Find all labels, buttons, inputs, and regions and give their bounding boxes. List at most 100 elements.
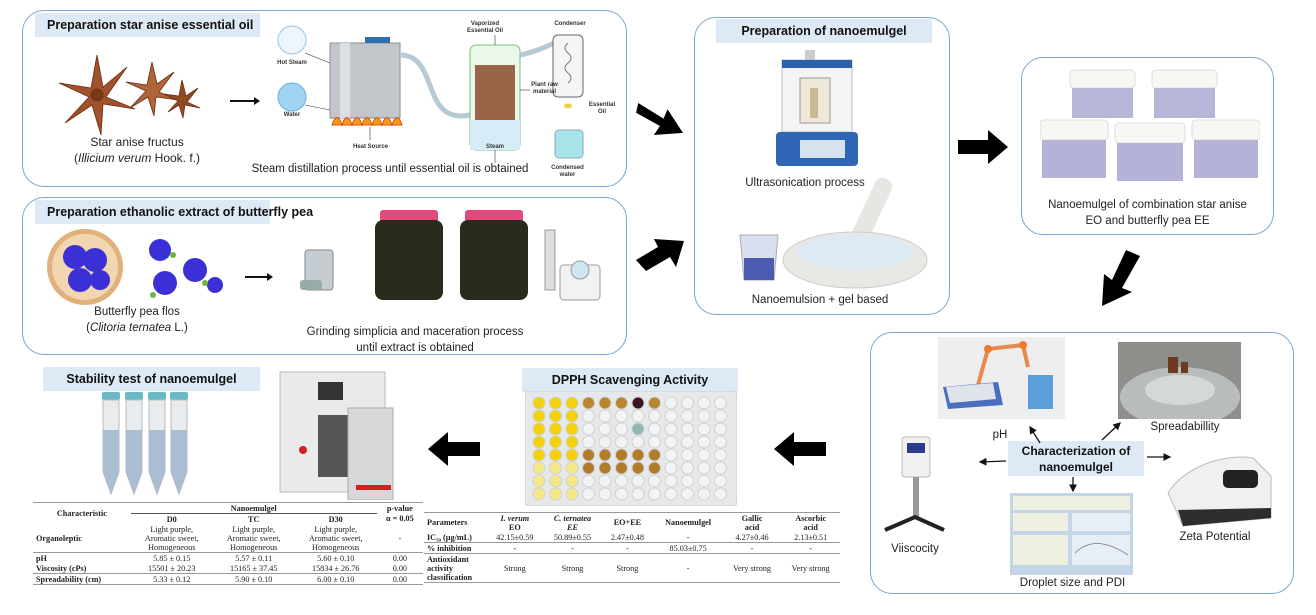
butterfly-pea-species: (Clitoria ternatea L.) <box>86 321 188 334</box>
well <box>681 461 694 475</box>
arrow-right-1 <box>230 97 260 104</box>
well <box>631 422 645 436</box>
well <box>697 396 711 410</box>
stability-cell: 5.90 ± 0.10 <box>235 574 273 584</box>
well <box>598 435 612 449</box>
well <box>598 448 612 462</box>
ultrasonication-caption: Ultrasonication process <box>745 177 865 189</box>
well <box>714 474 727 488</box>
arrow-to-nanoemulgel-prep-2 <box>636 239 684 271</box>
well <box>697 487 711 501</box>
nanoemulsion-gel-caption: Nanoemulsion + gel based <box>751 294 889 306</box>
stability-cell: 5.60 ± 0.10 <box>317 553 355 563</box>
dpph-cell: Very strong <box>733 563 772 573</box>
climatic-chamber-image <box>279 371 394 500</box>
arrow-to-product <box>958 130 1008 164</box>
dpph-cell: Strong <box>616 563 639 573</box>
well <box>565 448 579 462</box>
dpph-cell: 85.03±0.75 <box>669 543 707 553</box>
droplet-size-label: Droplet size and PDI <box>1019 577 1126 589</box>
dpph-cell: - <box>513 543 517 553</box>
well <box>565 487 579 501</box>
stability-cell: Light purple,Aromatic sweet,Homogeneous <box>308 524 363 552</box>
stability-cell: Light purple,Aromatic sweet,Homogeneous <box>226 524 281 552</box>
butterfly-pea-species-name: Clitoria ternatea <box>90 321 172 334</box>
well <box>615 448 628 462</box>
stability-cell: 5.33 ± 0.12 <box>153 574 191 584</box>
characterization-arrows <box>978 422 1172 493</box>
well <box>532 435 546 449</box>
dpph-cell: - <box>686 563 690 573</box>
viscometer-image <box>884 436 945 532</box>
dpph-cell: 50.89±0.55 <box>553 532 592 542</box>
label-plant-raw-material: Plant raw material <box>531 82 558 95</box>
well <box>582 448 595 462</box>
well <box>582 435 595 449</box>
nanoemulgel-jars-image <box>1040 69 1260 181</box>
well <box>549 474 562 488</box>
well <box>681 448 694 462</box>
well <box>697 435 711 449</box>
well <box>648 487 661 501</box>
label-vaporized-essential-oil: Vaporized Essential Oil <box>466 21 503 34</box>
well <box>615 422 628 436</box>
well <box>598 409 612 423</box>
dpph-cell: 2.13±0.51 <box>794 532 828 542</box>
well <box>631 487 645 501</box>
well <box>582 409 595 423</box>
well <box>631 396 645 410</box>
stability-header-col: D30 <box>328 514 343 524</box>
arrow-to-dpph <box>774 432 826 466</box>
dpph-cell: 42.15±0.59 <box>496 532 534 542</box>
well <box>681 474 694 488</box>
well <box>664 435 678 449</box>
well <box>532 461 546 475</box>
well <box>648 474 661 488</box>
arrow-to-characterization <box>1102 250 1140 306</box>
dpph-cell: 2.47±0.48 <box>610 532 644 542</box>
well <box>582 461 595 475</box>
well <box>681 435 694 449</box>
dpph-title: DPPH Scavenging Activity <box>522 368 738 392</box>
label-essential-oil: Essential Oil <box>588 102 616 115</box>
star-anise-panel <box>22 10 627 187</box>
label-water: Water <box>283 112 301 118</box>
well <box>648 396 661 410</box>
stability-title: Stability test of nanoemulgel <box>43 367 260 391</box>
well <box>648 461 661 475</box>
stability-cell: 5.85 ± 0.15 <box>153 553 191 563</box>
stability-pvalue-cell: 0.00 <box>392 553 408 563</box>
stability-pvalue-cell: 0.00 <box>392 574 408 584</box>
label-condenser: Condenser <box>554 21 586 27</box>
spreadability-image <box>1118 342 1241 419</box>
stability-header-row-1: Characteristic Nanoemulgel p-value <box>33 502 423 518</box>
well <box>681 422 694 436</box>
stability-cell: 15165 ± 37.45 <box>229 563 278 573</box>
well <box>565 461 579 475</box>
well <box>664 461 678 475</box>
well <box>681 396 694 410</box>
well <box>565 396 579 410</box>
well <box>565 474 579 488</box>
well <box>532 448 546 462</box>
well <box>532 409 546 423</box>
stability-pvalue-cell: - <box>398 533 402 543</box>
well <box>648 435 661 449</box>
well <box>664 487 678 501</box>
label-condensed-water: Condensed water <box>551 165 584 178</box>
well <box>615 409 628 423</box>
well <box>615 461 628 475</box>
arrow-to-stability <box>428 432 480 466</box>
star-anise-panel-title: Preparation star anise essential oil <box>35 13 260 37</box>
well <box>697 409 711 423</box>
dpph-well-plate-image <box>525 391 737 506</box>
ph-label: pH <box>992 429 1008 441</box>
well <box>549 435 562 449</box>
zeta-analyzer-image <box>1167 456 1272 527</box>
